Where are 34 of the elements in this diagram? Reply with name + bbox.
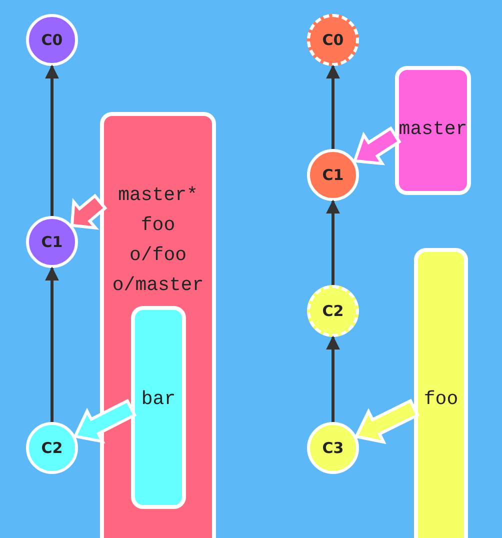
commit-id: C3 [322,439,344,457]
branch-label [395,66,471,195]
block-arrow [70,194,108,230]
branch-name: bar [141,387,176,412]
commit-circle [26,216,78,268]
commit-id: C2 [41,439,63,457]
block-arrow [354,398,420,444]
block-arrow [352,126,402,166]
arrow [326,200,340,285]
commit-circle [26,422,78,474]
arrow [45,266,59,422]
commit-id: C0 [322,31,344,49]
commit-circle [307,149,359,201]
arrow [326,336,340,422]
commit-id: C0 [41,31,63,49]
branch-label [100,112,216,538]
commit-circle [307,14,359,66]
commit-circle [307,422,359,474]
branch-label [131,306,186,509]
branch-name: master [398,117,468,142]
branch-label [414,248,468,538]
commit-id: C2 [322,302,344,320]
arrow [45,64,59,216]
branch-name: master* [118,183,198,208]
branch-name: o/master [112,273,204,298]
block-arrow [73,398,137,444]
arrow [326,64,340,149]
commit-id: C1 [322,166,344,184]
branch-name: foo [140,213,176,238]
commit-circle [26,14,78,66]
branch-name: o/foo [129,243,186,268]
branch-name: foo [424,387,458,412]
commit-circle [307,285,359,337]
commit-id: C1 [41,233,63,251]
